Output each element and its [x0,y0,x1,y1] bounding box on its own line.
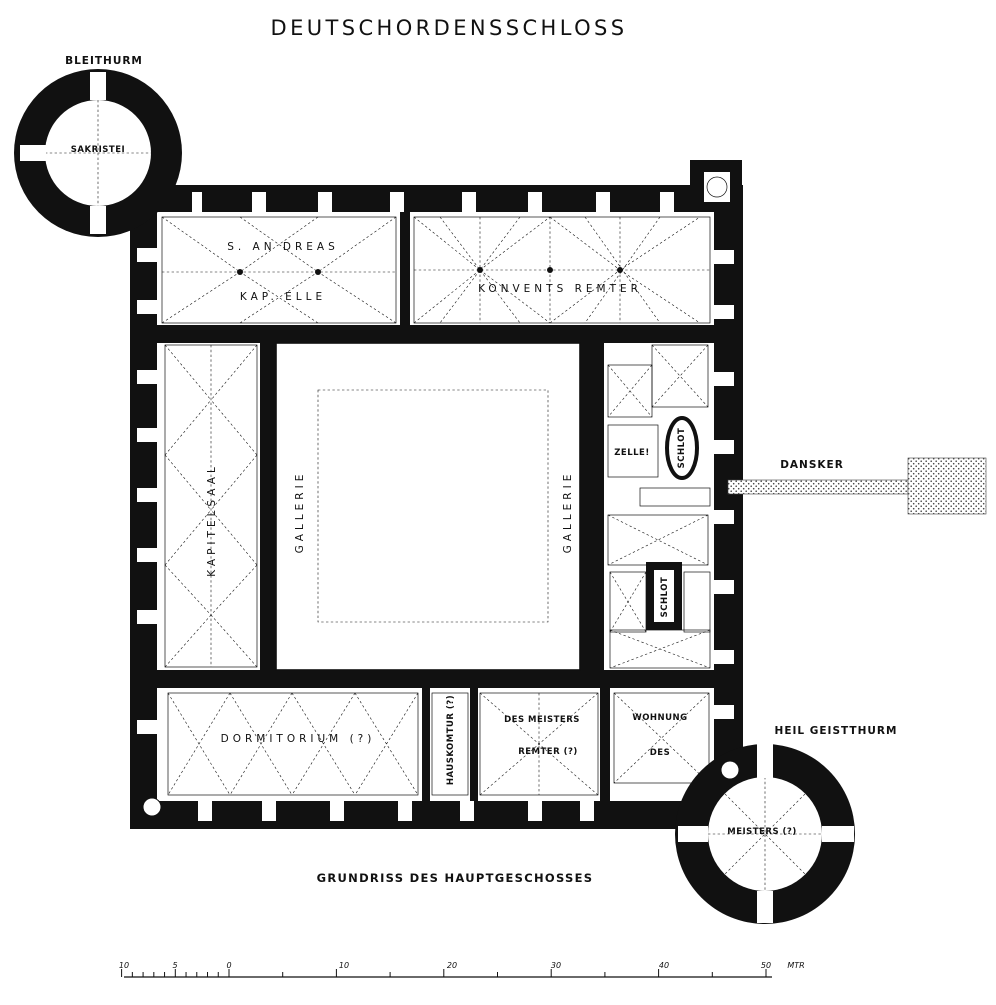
room-wohnung-line1: WOHNUNG [632,713,687,723]
east-wing-rooms [607,344,711,669]
scale-label-4: 10 [339,961,349,970]
scale-ticks [121,969,767,977]
plan-title: DEUTSCHORDENSSCHLOSS [271,16,628,40]
scale-label-3: 0 [226,961,231,970]
plan-subtitle: GRUNDRISS DES HAUPTGESCHOSSES [317,871,594,885]
heil-geistthurm-label: HEIL GEISTTHURM [775,725,898,737]
scale-label-5: 20 [447,961,457,970]
room-hauskomtur: HAUSKOMTUR (?) [446,695,456,785]
scale-unit: MTR [787,961,804,970]
inner-walls [157,212,714,801]
room-zelle: ZELLE! [614,448,650,458]
gallerie-east: GALLERIE [562,471,574,554]
room-sakristei: SAKRISTEI [71,145,125,155]
room-meister-remter-line2: REMTER (?) [518,747,578,757]
scale-label-2: 5 [172,961,177,970]
scale-label-8: 50 [761,961,771,970]
gallerie-west: GALLERIE [294,471,306,554]
room-kapelle-line2: KAP. ELLE [240,291,326,303]
room-wohnung-line2: DES [650,748,670,758]
room-konvents-remter: KONVENTS REMTER [478,283,642,295]
kapitelsaal-vaults [164,344,258,668]
heil-geistthurm-tower [675,744,855,924]
courtyard [275,342,581,671]
dansker-bridge [727,457,987,515]
room-dormitorium: DORMITORIUM (?) [221,733,376,745]
scale-label-6: 30 [551,961,561,970]
south-wing-rooms [167,692,710,796]
scale-label-1: 10 [119,961,129,970]
room-meisters: MEISTERS (?) [727,827,796,837]
bleithurm-tower [14,69,192,237]
bleithurm-label: BLEITHURM [65,55,143,67]
room-kapitelsaal: KAPITELSAAL [206,463,218,577]
schlot-lower: SCHLOT [660,577,670,618]
konvent-vaults [413,216,711,324]
room-meister-remter-line1: DES MEISTERS [504,715,580,725]
scale-label-7: 40 [659,961,669,970]
room-kapelle-line1: S. AN DREAS [227,241,339,253]
dansker-label: DANSKER [780,459,844,471]
schlot-upper: SCHLOT [677,428,687,469]
chapel-vaults [161,216,397,324]
scale-bar: 10 5 0 10 20 30 40 50 MTR [119,961,805,978]
